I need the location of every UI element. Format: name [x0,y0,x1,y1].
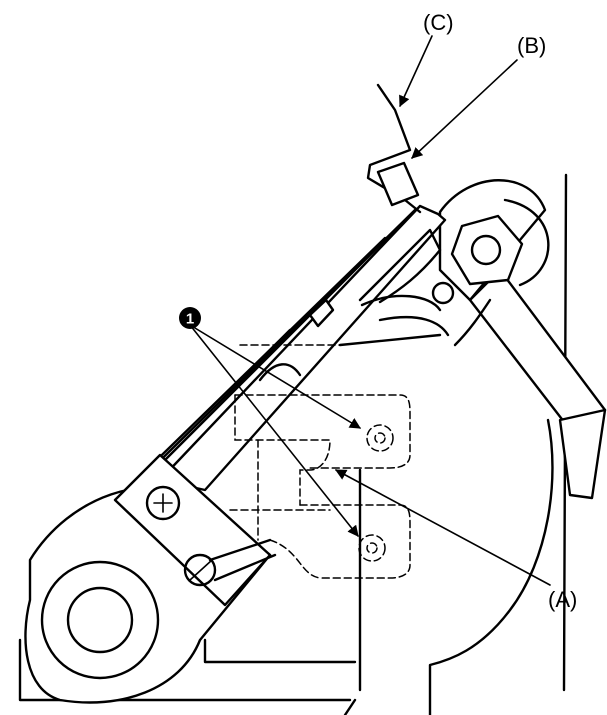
arrow-a [335,469,551,586]
arrow-b [411,59,518,159]
pin-hole [431,281,455,305]
phillips-screw [145,485,181,521]
lower-screw [183,553,217,587]
leader-lines [189,35,551,586]
marker-1-number: 1 [186,311,194,328]
arrow-c [399,35,433,108]
arrow-marker-upper [189,324,361,429]
lower-hub-inner [66,586,134,654]
hex-bolt [450,214,524,286]
rear-body [338,294,450,347]
label-a: (A) [548,587,577,612]
marker-1: 1 [179,307,201,329]
label-c: (C) [423,10,454,35]
label-b: (B) [517,33,546,58]
block-b [376,161,420,207]
lower-arm [24,453,277,704]
arrow-marker-lower [189,324,359,537]
wire-spring [366,83,422,214]
upper-arm [431,179,607,500]
lower-hub-outer [40,560,160,680]
